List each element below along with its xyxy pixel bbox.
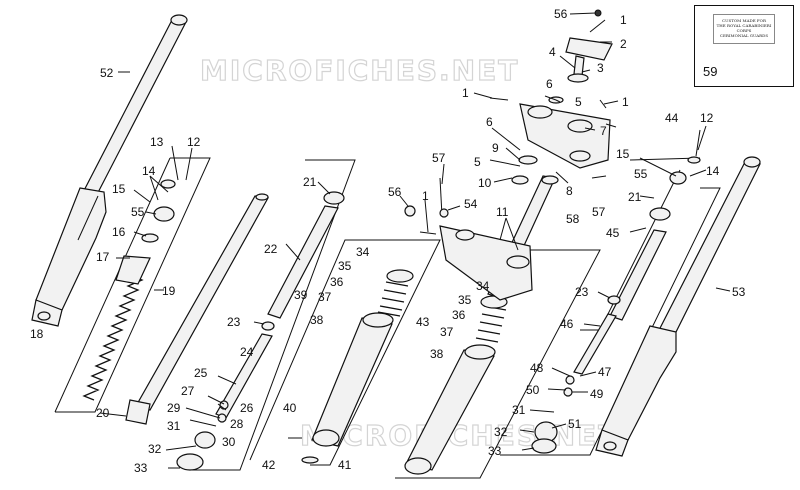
callout-22: 22 <box>264 242 278 256</box>
right-fork-leg <box>595 156 761 457</box>
callout-29: 29 <box>167 401 181 415</box>
reference-stamp: CUSTOM MADE FOR THE ROYAL CARABINIERI CO… <box>694 5 794 87</box>
right-damper-rod <box>288 156 701 464</box>
callout-43: 43 <box>416 315 430 329</box>
callout-32: 32 <box>148 442 162 456</box>
left-internal-parts <box>82 179 269 425</box>
callout-37: 37 <box>318 290 332 304</box>
callout-31: 31 <box>167 419 181 433</box>
callout-1-stem: 1 <box>422 189 429 203</box>
callout-46: 46 <box>560 317 574 331</box>
callout-15-right: 15 <box>616 147 630 161</box>
callout-6-mid: 6 <box>486 115 493 129</box>
callout-33: 33 <box>134 461 148 475</box>
callout-35: 35 <box>338 259 352 273</box>
callout-37-right: 37 <box>440 325 454 339</box>
callout-31-right: 31 <box>512 403 526 417</box>
callout-35-right: 35 <box>458 293 472 307</box>
callout-16: 16 <box>112 225 126 239</box>
callout-21: 21 <box>303 175 317 189</box>
stamp-number: 59 <box>703 64 718 79</box>
callout-58: 58 <box>566 212 580 226</box>
callout-44: 44 <box>665 111 679 125</box>
callout-57-right: 57 <box>592 205 606 219</box>
stamp-logo: CUSTOM MADE FOR THE ROYAL CARABINIERI CO… <box>713 14 775 44</box>
callout-27: 27 <box>181 384 195 398</box>
callout-32-right: 32 <box>494 425 508 439</box>
callout-8: 8 <box>566 184 573 198</box>
callout-54: 54 <box>464 197 478 211</box>
callout-4: 4 <box>549 45 556 59</box>
callout-38-right: 38 <box>430 347 444 361</box>
callout-47: 47 <box>598 365 612 379</box>
callout-40: 40 <box>283 401 297 415</box>
callout-57-left: 57 <box>432 151 446 165</box>
callout-labels: 52 13 12 14 15 55 16 17 18 19 20 21 22 2… <box>30 7 746 475</box>
callout-30: 30 <box>222 435 236 449</box>
watermark-top: MICROFICHES.NET <box>200 54 519 87</box>
callout-51: 51 <box>568 417 582 431</box>
callout-39: 39 <box>294 288 308 302</box>
callout-34-right: 34 <box>476 279 490 293</box>
left-fork-leg <box>31 14 188 327</box>
callout-28: 28 <box>230 417 244 431</box>
callout-20: 20 <box>96 406 110 420</box>
left-damper-rod <box>176 191 345 471</box>
callout-24: 24 <box>240 345 254 359</box>
callout-25: 25 <box>194 366 208 380</box>
callout-6-top: 6 <box>546 77 553 91</box>
callout-13: 13 <box>150 135 164 149</box>
callout-41: 41 <box>338 458 352 472</box>
callout-55: 55 <box>131 205 145 219</box>
callout-49: 49 <box>590 387 604 401</box>
callout-5-mid: 5 <box>474 155 481 169</box>
stamp-line-1: CUSTOM MADE FOR <box>722 18 766 23</box>
callout-55-right: 55 <box>634 167 648 181</box>
callout-23: 23 <box>227 315 241 329</box>
callout-36-right: 36 <box>452 308 466 322</box>
callout-45: 45 <box>606 226 620 240</box>
callout-42: 42 <box>262 458 276 472</box>
callout-10: 10 <box>478 176 492 190</box>
callout-53: 53 <box>732 285 746 299</box>
callout-36: 36 <box>330 275 344 289</box>
callout-56-left: 56 <box>388 185 402 199</box>
callout-2: 2 <box>620 37 627 51</box>
callout-21-right: 21 <box>628 190 642 204</box>
stamp-line-3: CERIMONIAL GUARDS <box>719 33 769 38</box>
callout-1-top: 1 <box>620 13 627 27</box>
assembly-outlines <box>54 157 721 479</box>
callout-15: 15 <box>112 182 126 196</box>
callout-48: 48 <box>530 361 544 375</box>
steering-head <box>404 9 613 301</box>
callout-9: 9 <box>492 141 499 155</box>
callout-50: 50 <box>526 383 540 397</box>
callout-17: 17 <box>96 250 110 264</box>
callout-52: 52 <box>100 66 114 80</box>
callout-26: 26 <box>240 401 254 415</box>
callout-5-top: 5 <box>575 95 582 109</box>
leader-lines <box>99 12 731 469</box>
callout-56-top: 56 <box>554 7 568 21</box>
callout-34: 34 <box>356 245 370 259</box>
callout-23-right: 23 <box>575 285 589 299</box>
callout-19: 19 <box>162 284 176 298</box>
callout-12: 12 <box>187 135 201 149</box>
callout-12-right: 12 <box>700 111 714 125</box>
callout-33-right: 33 <box>488 444 502 458</box>
left-slider-assembly <box>311 269 414 447</box>
right-slider-assembly <box>404 295 508 475</box>
callout-18: 18 <box>30 327 44 341</box>
callout-3: 3 <box>597 61 604 75</box>
stamp-line-2: THE ROYAL CARABINIERI CORPS <box>716 23 772 33</box>
callout-1-left: 1 <box>462 86 469 100</box>
callout-1-right: 1 <box>622 95 629 109</box>
callout-14: 14 <box>142 164 156 178</box>
callout-7: 7 <box>600 124 607 138</box>
callout-38: 38 <box>310 313 324 327</box>
callout-14-right: 14 <box>706 164 720 178</box>
callout-11: 11 <box>496 205 509 219</box>
